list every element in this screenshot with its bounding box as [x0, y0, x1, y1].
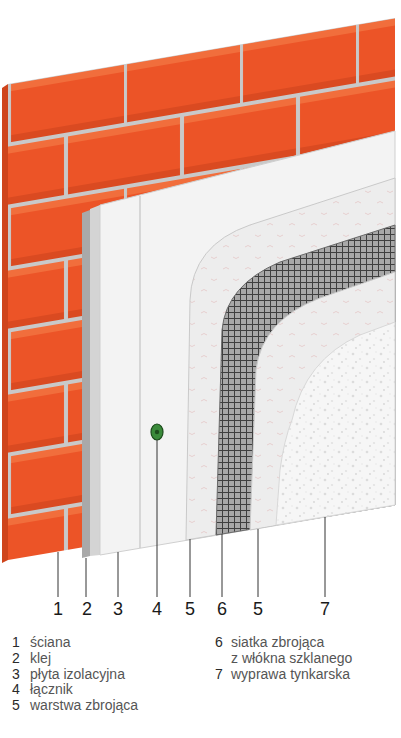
key-text: płyta izolacyjna: [30, 666, 125, 682]
board-joint: [139, 196, 140, 548]
leader-line: [118, 552, 119, 597]
key-text: wyprawa tynkarska: [231, 666, 350, 682]
key-number: 6: [215, 634, 223, 650]
leader-line: [222, 534, 223, 597]
key-text: łącznik: [30, 681, 73, 697]
insulation-board: [100, 131, 395, 555]
leader-line: [325, 517, 326, 597]
key-text: klej: [30, 650, 51, 666]
key-number: 7: [215, 666, 223, 682]
wrap-spacer: [329, 634, 361, 650]
fixing-anchor: [151, 424, 163, 440]
key-text: siatka zbrojąca z włókna szklanego: [231, 634, 361, 666]
render-finish: [276, 322, 395, 525]
key-number: 3: [12, 666, 20, 682]
leader-lines: [58, 440, 325, 597]
leader-line: [190, 539, 191, 597]
callout-number: 7: [320, 599, 330, 619]
key-number: 4: [12, 681, 20, 697]
callout-number: 4: [152, 599, 162, 619]
reinforcement-layer: [250, 272, 395, 530]
callout-number: 6: [217, 599, 227, 619]
callout-number: 5: [253, 599, 263, 619]
key-text: ściana: [30, 634, 70, 650]
fiberglass-mesh: [216, 225, 395, 535]
key-text: warstwa zbrojąca: [30, 697, 138, 713]
key-number: 5: [12, 697, 20, 713]
reinforcement-layer: [186, 178, 395, 540]
wall-side: [2, 84, 8, 563]
callout-number: 3: [113, 599, 123, 619]
adhesive-layer: [82, 210, 90, 558]
brick-wall: [8, 18, 395, 560]
leader-line: [58, 552, 59, 597]
callout-number: 5: [185, 599, 195, 619]
leader-line: [157, 440, 158, 597]
key-number: 2: [12, 650, 20, 666]
key-number: 1: [12, 634, 20, 650]
callout-number: 1: [53, 599, 63, 619]
board-edge: [90, 205, 100, 556]
anchor-head: [155, 430, 159, 434]
leader-line: [86, 558, 87, 597]
leader-line: [258, 529, 259, 597]
callout-number: 2: [82, 599, 92, 619]
